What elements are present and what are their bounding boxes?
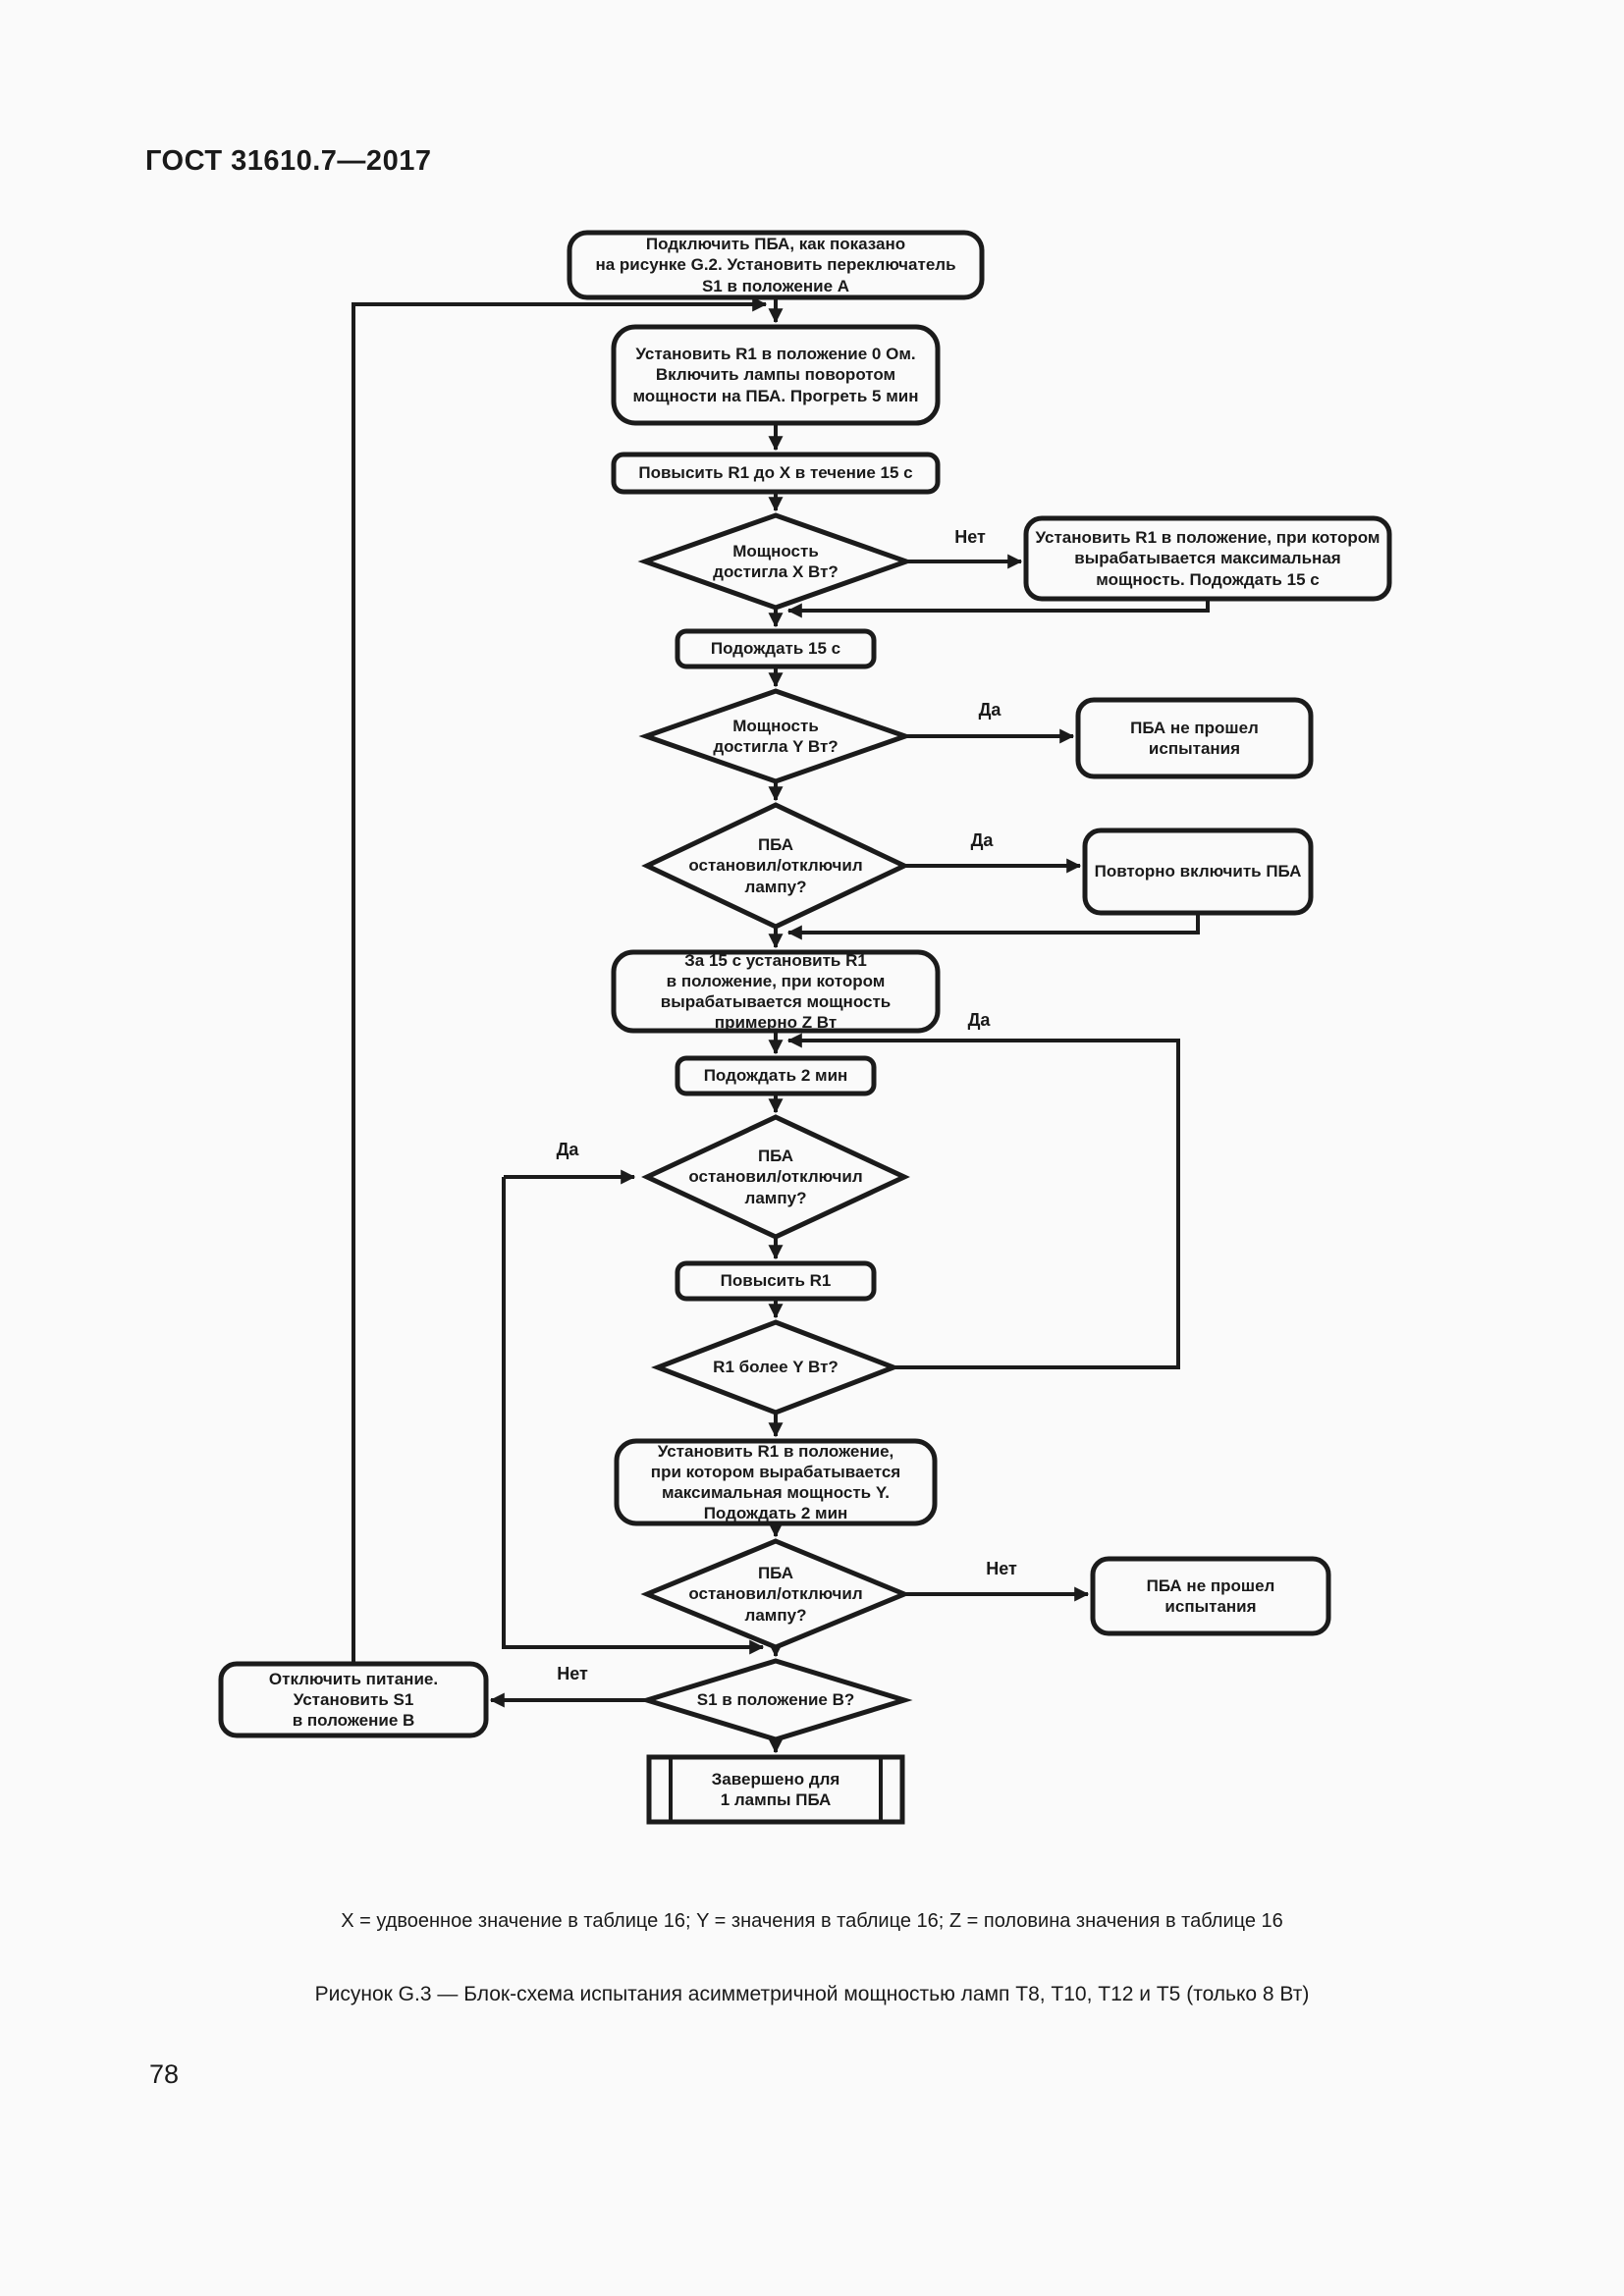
shape-set-max-power [1023,515,1392,602]
shape-start [567,230,985,300]
shape-power-y [638,688,913,784]
connector-reenergize-return [786,913,1200,940]
shape-stopped-2 [641,1114,910,1240]
shape-s1-position-b [638,1658,913,1742]
connector-group [352,296,1210,1754]
shape-fail-2 [1090,1556,1331,1636]
shape-stopped-3 [640,1538,911,1650]
shape-power-off [218,1661,489,1738]
connector-r1loop-yes [786,1033,1180,1369]
shape-group [218,230,1392,1825]
variables-note: X = удвоенное значение в таблице 16; Y =… [341,1910,1283,1932]
shape-set-z [611,949,941,1034]
shape-set-max-y [614,1438,938,1526]
shape-setup [611,324,941,426]
shape-fail-1 [1075,697,1314,779]
connector-left-bypass [502,1177,765,1655]
connector-maxpower-return [786,599,1210,618]
connector-restart-loop [352,296,768,1664]
shape-wait-2min [675,1055,877,1096]
shape-r1-more-y [651,1319,900,1415]
shape-done [646,1754,905,1825]
shape-power-x [637,512,914,611]
figure-caption: Рисунок G.3 — Блок-схема испытания асимм… [314,1983,1310,2005]
document-header: ГОСТ 31610.7—2017 [145,145,432,177]
shape-reenergize [1082,828,1314,916]
shape-wait-15s [675,628,877,669]
shape-raise-r1-x [611,452,941,495]
shape-raise-r1 [675,1260,877,1302]
page-number: 78 [149,2059,180,2089]
shape-stopped-1 [641,802,910,930]
